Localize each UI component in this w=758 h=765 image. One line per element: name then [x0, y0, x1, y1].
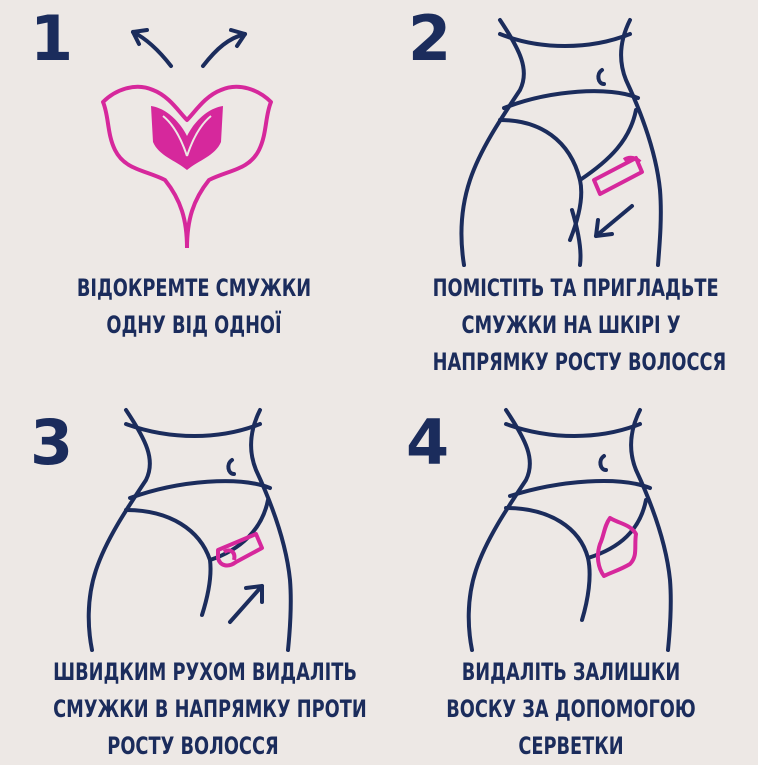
step-2-caption: ПОМІСТІТЬ ТА ПРИГЛАДЬТЕ СМУЖКИ НА ШКІРІ …: [432, 274, 727, 376]
wipe-residue-icon: [466, 408, 673, 652]
step-2-number: 2: [408, 2, 452, 75]
step-1-number: 1: [30, 2, 74, 75]
remove-strip-icon: [86, 408, 293, 652]
apply-strip-icon: [459, 18, 663, 267]
separate-strips-icon: [101, 28, 273, 249]
step-3-caption: ШВИДКИМ РУХОМ ВИДАЛІТЬ СМУЖКИ В НАПРЯМКУ…: [53, 658, 367, 760]
step-1-caption: ВІДОКРЕМТЕ СМУЖКИ ОДНУ ВІД ОДНОЇ: [76, 274, 312, 339]
step-3-number: 3: [30, 406, 74, 479]
step-4-number: 4: [406, 406, 450, 479]
step-4-caption: ВИДАЛІТЬ ЗАЛИШКИ ВОСКУ ЗА ДОПОМОГОЮ СЕРВ…: [446, 658, 696, 760]
